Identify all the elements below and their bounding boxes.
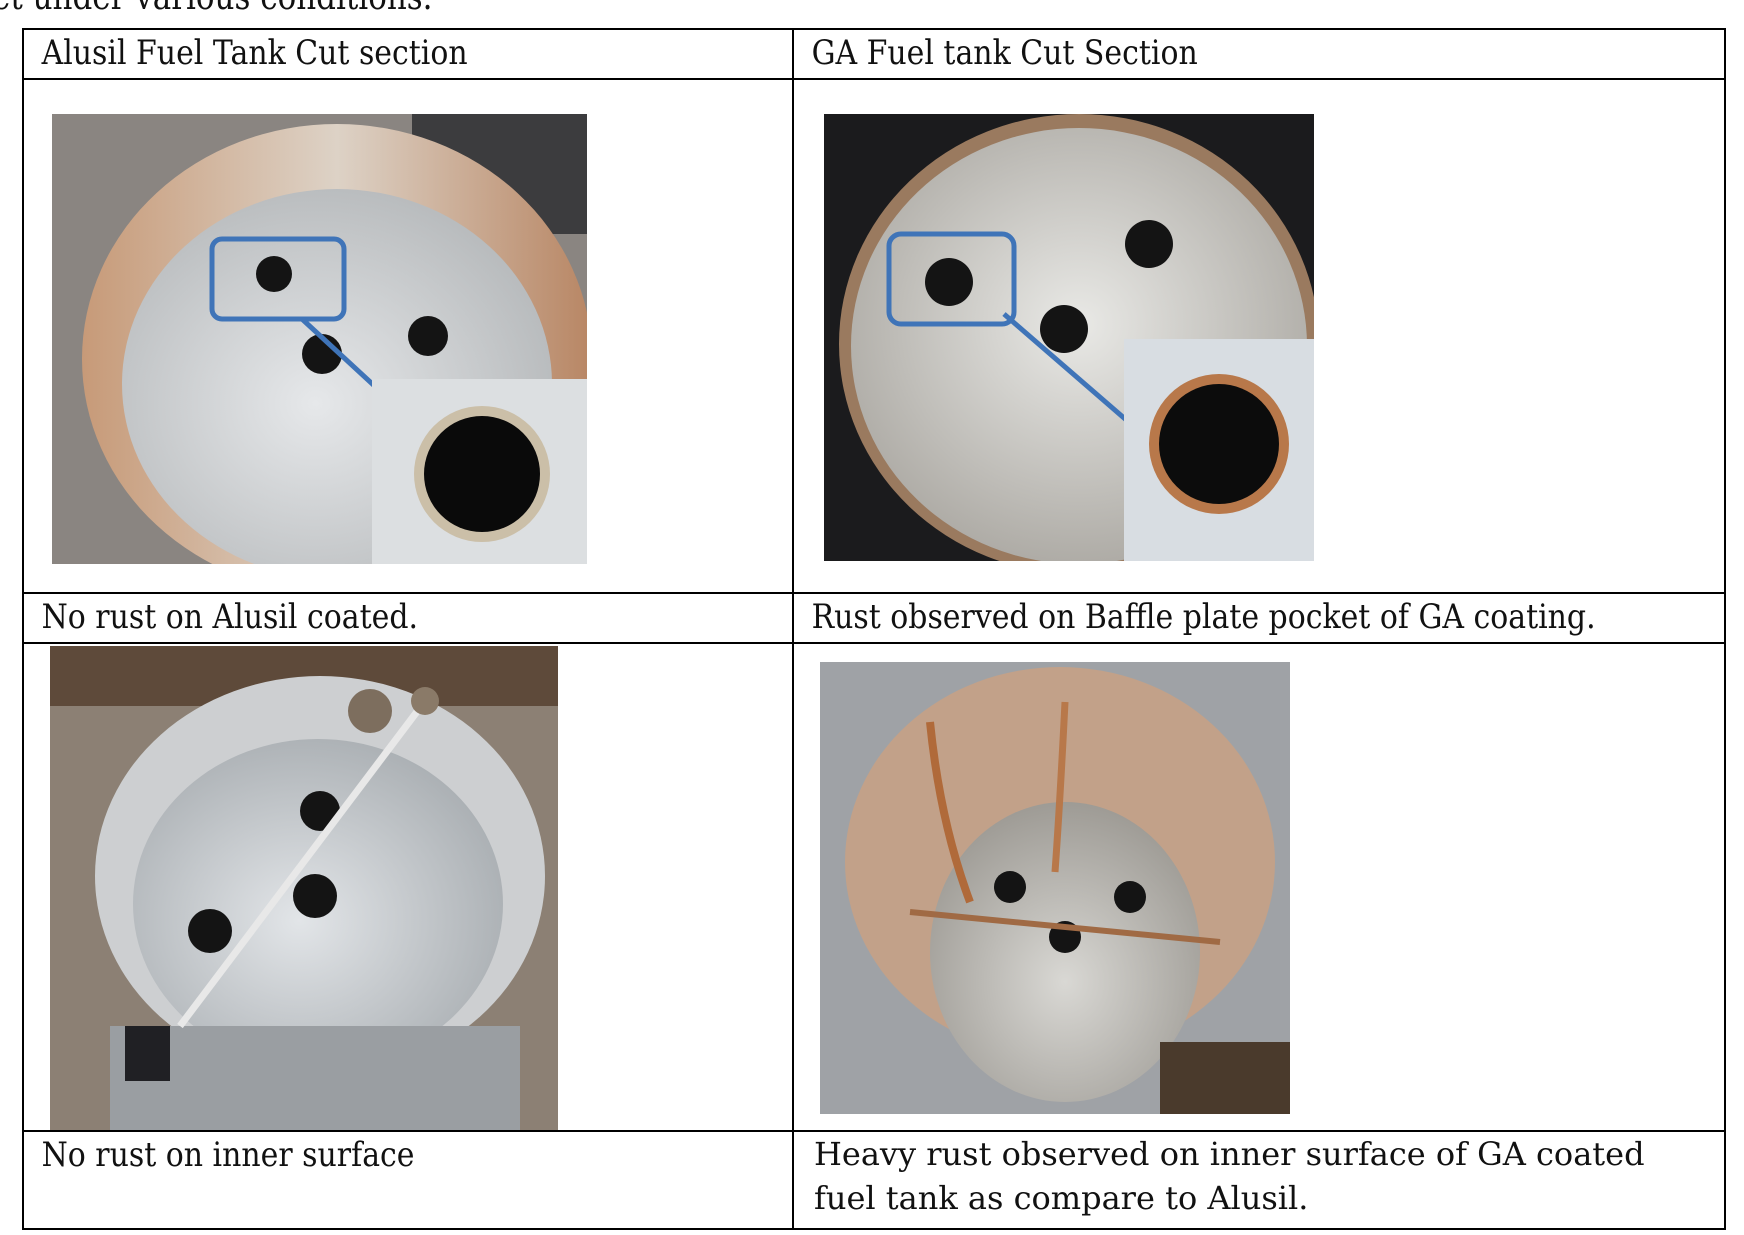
caption-row-inner-surface: No rust on inner surface Heavy rust obse… [22, 1130, 1726, 1230]
caption-alusil-inner: No rust on inner surface [41, 1135, 415, 1175]
header-cell-ga: GA Fuel tank Cut Section [792, 28, 1726, 80]
caption-ga-cut: Rust observed on Baffle plate pocket of … [811, 597, 1596, 637]
caption-ga-inner: Heavy rust observed on inner surface of … [814, 1135, 1645, 1217]
header-alusil: Alusil Fuel Tank Cut section [41, 33, 468, 73]
caption-alusil-cut: No rust on Alusil coated. [41, 597, 419, 637]
caption-cell-ga-inner: Heavy rust observed on inner surface of … [792, 1130, 1726, 1230]
photo-cell-ga-cut [792, 78, 1726, 594]
alusil-inner-surface-photo [50, 646, 558, 1129]
caption-cell-ga-cut: Rust observed on Baffle plate pocket of … [792, 592, 1726, 644]
ga-cut-section-photo [824, 114, 1314, 561]
hole-2 [1114, 881, 1146, 913]
callout-box [886, 231, 1017, 327]
photo-cell-alusil-inner [22, 642, 794, 1132]
float-rod [909, 909, 1221, 945]
header-row: Alusil Fuel Tank Cut section GA Fuel tan… [22, 28, 1726, 80]
alusil-cut-section-photo [52, 114, 587, 564]
caption-cell-alusil-inner: No rust on inner surface [22, 1130, 794, 1230]
hole-1 [1125, 220, 1173, 268]
truncated-intro-text: et under various conditions. [0, 0, 433, 18]
header-ga: GA Fuel tank Cut Section [811, 33, 1198, 73]
header-cell-alusil: Alusil Fuel Tank Cut section [22, 28, 794, 80]
caption-cell-alusil-cut: No rust on Alusil coated. [22, 592, 794, 644]
hole-3 [1040, 305, 1088, 353]
comparison-table: Alusil Fuel Tank Cut section GA Fuel tan… [22, 28, 1726, 1230]
hole-1 [994, 871, 1026, 903]
float-rod [177, 698, 428, 1029]
rust-streak-1 [926, 721, 974, 904]
hole-1 [300, 791, 340, 831]
rust-streak-2 [1051, 701, 1069, 873]
hole-3 [188, 909, 232, 953]
callout-box [209, 236, 347, 322]
photo-cell-alusil-cut [22, 78, 794, 594]
photo-cell-ga-inner [792, 642, 1726, 1132]
hole-2 [408, 316, 448, 356]
photo-row-inner-surface [22, 642, 1726, 1132]
hole-1 [256, 256, 292, 292]
ga-inner-surface-photo [820, 662, 1290, 1114]
caption-row-cut-section: No rust on Alusil coated. Rust observed … [22, 592, 1726, 644]
photo-row-cut-section [22, 78, 1726, 594]
hole-2 [293, 874, 337, 918]
hole-2 [925, 258, 973, 306]
